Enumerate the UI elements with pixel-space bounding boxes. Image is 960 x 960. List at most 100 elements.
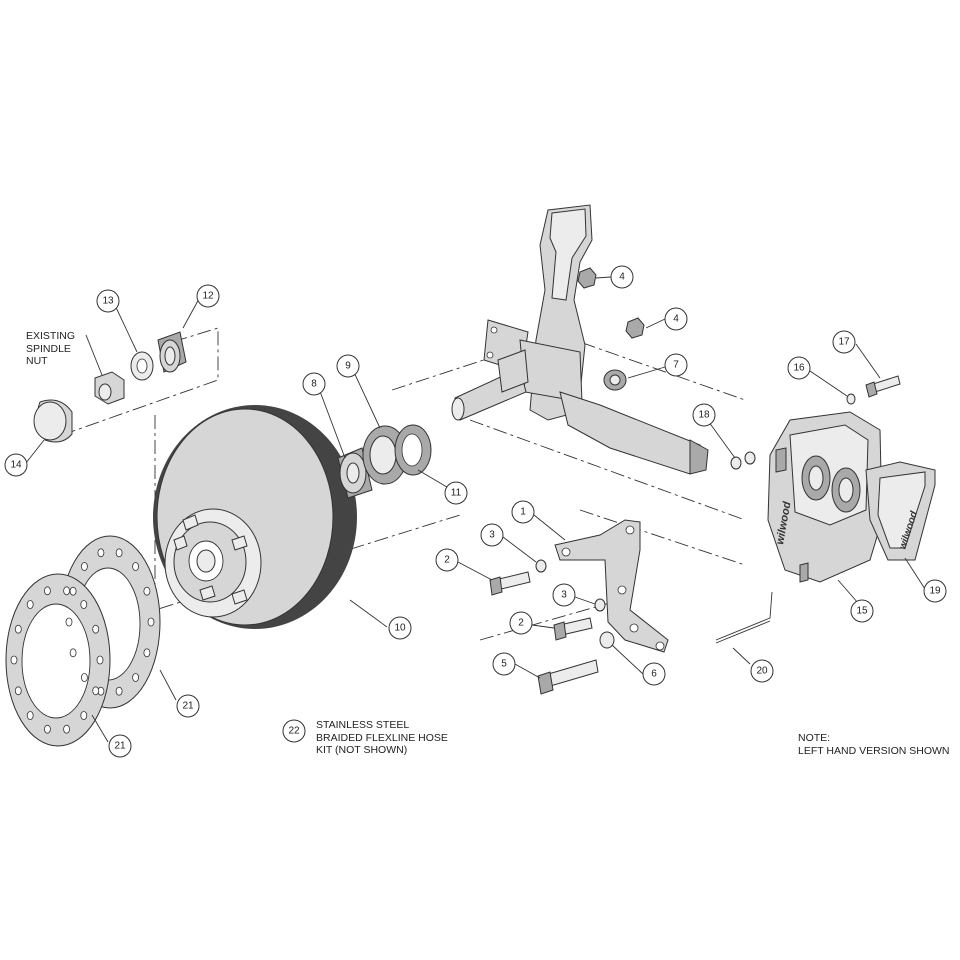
shim-hole: [97, 548, 105, 558]
shim-hole: [81, 673, 88, 682]
callout-16: 16: [787, 356, 811, 380]
spindle-nut-label-line-1: EXISTING: [26, 330, 76, 342]
callout-6: 6: [642, 662, 666, 686]
shim-washers: [730, 451, 756, 470]
callout-11-number: 11: [451, 488, 462, 499]
bracket-washers: [535, 559, 615, 649]
callout-22: 22: [282, 719, 306, 743]
callout-3-upper-number: 3: [489, 530, 495, 541]
callout-7-number: 7: [673, 360, 679, 371]
callout-9-number: 9: [345, 361, 351, 372]
callout-10: 10: [388, 616, 412, 640]
shim-hole: [63, 586, 70, 596]
spindle-nut: [94, 371, 125, 405]
callout-1: 1: [511, 500, 535, 524]
brake-pads: wilwood: [865, 461, 936, 561]
shim-hole: [147, 617, 155, 627]
shim-hole: [115, 686, 123, 696]
grease-seal: [394, 424, 432, 476]
wilwood-caliper: wilwood wilwood: [767, 411, 911, 583]
callout-6-number: 6: [651, 669, 657, 680]
callout-8-number: 8: [311, 379, 317, 390]
shim-hole: [92, 686, 100, 696]
shim-hole: [63, 724, 70, 734]
callout-12-number: 12: [202, 291, 214, 302]
hose-kit-label: STAINLESS STEEL BRAIDED FLEXLINE HOSE KI…: [316, 719, 448, 757]
version-note-body: LEFT HAND VERSION SHOWN: [798, 744, 950, 757]
version-note: NOTE: LEFT HAND VERSION SHOWN: [798, 732, 950, 757]
shim-hole: [69, 648, 77, 658]
callout-19-number: 19: [929, 586, 941, 597]
cotter-pin: [715, 591, 773, 644]
spindle-nut-label-line-2: SPINDLE: [26, 342, 71, 355]
lug-nut-lower: [625, 317, 645, 339]
spindle-nut-label: EXISTING SPINDLE NUT: [26, 330, 75, 368]
shim-hole: [132, 562, 140, 571]
callout-2-lower: 2: [509, 611, 533, 635]
callout-18-number: 18: [698, 410, 710, 421]
callout-3-lower: 3: [552, 583, 576, 607]
lug-nut-upper: [577, 267, 597, 289]
callout-7: 7: [664, 353, 688, 377]
shim-hole: [115, 548, 123, 558]
outer-bearing: [157, 331, 187, 373]
callout-21-front-number: 21: [114, 741, 126, 752]
version-note-title: NOTE:: [798, 732, 831, 744]
callout-15-number: 15: [856, 606, 868, 617]
shim-hole: [92, 624, 100, 634]
shim-bolt-holes: [10, 548, 155, 734]
callout-21-front: 21: [108, 734, 132, 758]
callout-5: 5: [492, 652, 516, 676]
shim-hole: [10, 655, 18, 665]
shim-hole: [143, 648, 151, 658]
brake-rotor: [153, 405, 357, 629]
callout-3-upper: 3: [480, 523, 504, 547]
callout-2-upper-number: 2: [444, 555, 450, 566]
callout-21-rear-number: 21: [182, 701, 194, 712]
spindle-nut-label-line-3: NUT: [26, 355, 48, 367]
callout-13: 13: [96, 289, 120, 313]
callout-22-number: 22: [288, 726, 300, 737]
wheel-studs: [173, 514, 248, 605]
callout-13-number: 13: [102, 296, 114, 307]
leader-lines: [25, 276, 926, 743]
shim-hole: [14, 686, 22, 696]
shim-hole: [96, 655, 104, 665]
callout-16-number: 16: [793, 363, 805, 374]
callout-5-number: 5: [501, 659, 507, 670]
callout-4-lower-number: 4: [673, 314, 679, 325]
callout-10-number: 10: [394, 623, 406, 634]
callout-3-lower-number: 3: [561, 590, 567, 601]
callout-20-number: 20: [756, 666, 768, 677]
hub-shim-front: [5, 573, 111, 747]
shim-hole: [143, 586, 151, 596]
hose-kit-label-line-3: KIT (NOT SHOWN): [316, 744, 408, 756]
callout-2-lower-number: 2: [518, 618, 524, 629]
callout-12: 12: [196, 284, 220, 308]
hose-kit-label-line-2: BRAIDED FLEXLINE HOSE: [316, 731, 448, 744]
callout-14-number: 14: [10, 460, 22, 471]
callout-1-number: 1: [520, 507, 526, 518]
shim-hole: [81, 562, 88, 571]
dust-cap: [33, 399, 73, 443]
callout-2-upper: 2: [435, 548, 459, 572]
spindle-washer: [130, 351, 154, 381]
shim-hole: [44, 724, 51, 734]
spindle-knuckle: [451, 204, 709, 475]
callout-4-upper: 4: [610, 265, 634, 289]
shim-hole: [80, 711, 88, 720]
callout-20: 20: [750, 659, 774, 683]
callout-8: 8: [302, 372, 326, 396]
callout-17: 17: [832, 330, 856, 354]
callout-18: 18: [692, 403, 716, 427]
callout-14: 14: [4, 453, 28, 477]
callout-4-upper-number: 4: [619, 272, 625, 283]
caliper-bracket: [554, 519, 669, 653]
callout-11: 11: [444, 481, 468, 505]
callout-17-number: 17: [838, 337, 850, 348]
shim-hole: [132, 673, 140, 682]
callout-15: 15: [850, 599, 874, 623]
shim-hole: [26, 600, 34, 609]
